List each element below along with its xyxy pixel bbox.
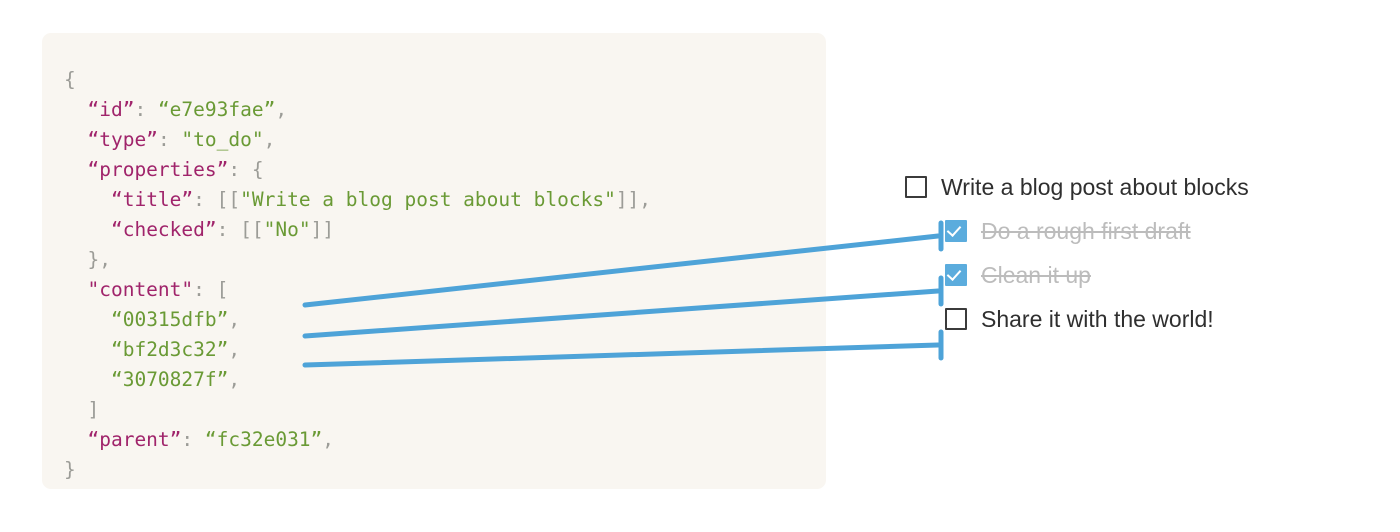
- todo-item-label: Write a blog post about blocks: [941, 173, 1249, 200]
- json-code-text: { “id”: “e7e93fae”, “type”: "to_do", “pr…: [64, 65, 651, 485]
- code-token-punc: ]],: [615, 188, 652, 211]
- code-token-key: “title”: [110, 188, 194, 211]
- todo-item[interactable]: Share it with the world!: [905, 297, 1345, 341]
- code-line: “parent”: “fc32e031”,: [64, 425, 651, 455]
- checkbox-checked-icon[interactable]: [945, 264, 967, 286]
- code-line: },: [64, 245, 651, 275]
- code-line: “checked”: [["No"]]: [64, 215, 651, 245]
- code-token-punc: : [[: [216, 218, 264, 241]
- code-token-punc: },: [87, 248, 111, 271]
- code-token-str: “fc32e031”: [204, 428, 323, 451]
- todo-item[interactable]: Do a rough first draft: [905, 209, 1345, 253]
- json-code-panel: { “id”: “e7e93fae”, “type”: "to_do", “pr…: [42, 33, 826, 489]
- code-line: “3070827f”,: [64, 365, 651, 395]
- code-token-punc: ,: [228, 338, 241, 361]
- checkbox-unchecked-icon[interactable]: [945, 308, 967, 330]
- code-token-punc: ]: [87, 398, 100, 421]
- code-line: ]: [64, 395, 651, 425]
- code-token-key: “type”: [87, 128, 158, 151]
- checkbox-unchecked-icon[interactable]: [905, 176, 927, 198]
- code-token-str: "to_do": [181, 128, 264, 151]
- code-token-punc: : [[: [193, 188, 241, 211]
- code-token-punc: ,: [275, 98, 288, 121]
- code-line: “00315dfb”,: [64, 305, 651, 335]
- checkmark-icon: [946, 265, 962, 282]
- todo-item[interactable]: Write a blog post about blocks: [905, 165, 1345, 209]
- code-token-key: “id”: [87, 98, 135, 121]
- code-line: “properties”: {: [64, 155, 651, 185]
- code-token-str: “3070827f”: [110, 368, 229, 391]
- todo-item-label: Share it with the world!: [981, 305, 1214, 332]
- code-line: “id”: “e7e93fae”,: [64, 95, 651, 125]
- code-line: “bf2d3c32”,: [64, 335, 651, 365]
- code-token-punc: {: [64, 68, 76, 91]
- checkmark-icon: [946, 221, 962, 238]
- code-token-punc: :: [134, 98, 158, 121]
- code-token-str: “00315dfb”: [110, 308, 229, 331]
- code-line: }: [64, 455, 651, 485]
- code-token-str: “e7e93fae”: [157, 98, 276, 121]
- todo-item-label: Clean it up: [981, 261, 1091, 288]
- code-token-str: "No": [263, 218, 311, 241]
- code-token-punc: :: [157, 128, 182, 151]
- code-token-punc: ,: [228, 308, 241, 331]
- code-token-str: “bf2d3c32”: [110, 338, 229, 361]
- code-token-punc: ,: [322, 428, 335, 451]
- todo-item[interactable]: Clean it up: [905, 253, 1345, 297]
- code-token-key: “properties”: [87, 158, 229, 181]
- code-token-key: “checked”: [110, 218, 217, 241]
- code-token-punc: : [: [193, 278, 229, 301]
- code-line: “type”: "to_do",: [64, 125, 651, 155]
- checkbox-checked-icon[interactable]: [945, 220, 967, 242]
- code-token-punc: }: [64, 458, 76, 481]
- todo-item-label: Do a rough first draft: [981, 217, 1191, 244]
- code-token-key: "content": [87, 278, 194, 301]
- code-token-punc: ,: [263, 128, 276, 151]
- code-token-key: “parent”: [87, 428, 182, 451]
- code-token-punc: : {: [228, 158, 264, 181]
- code-line: “title”: [["Write a blog post about bloc…: [64, 185, 651, 215]
- code-token-str: "Write a blog post about blocks": [240, 188, 616, 211]
- todo-list: Write a blog post about blocks Do a rough…: [905, 165, 1345, 341]
- code-token-punc: ,: [228, 368, 241, 391]
- code-token-punc: ]]: [310, 218, 335, 241]
- code-token-punc: :: [181, 428, 205, 451]
- code-line: "content": [: [64, 275, 651, 305]
- code-line: {: [64, 65, 651, 95]
